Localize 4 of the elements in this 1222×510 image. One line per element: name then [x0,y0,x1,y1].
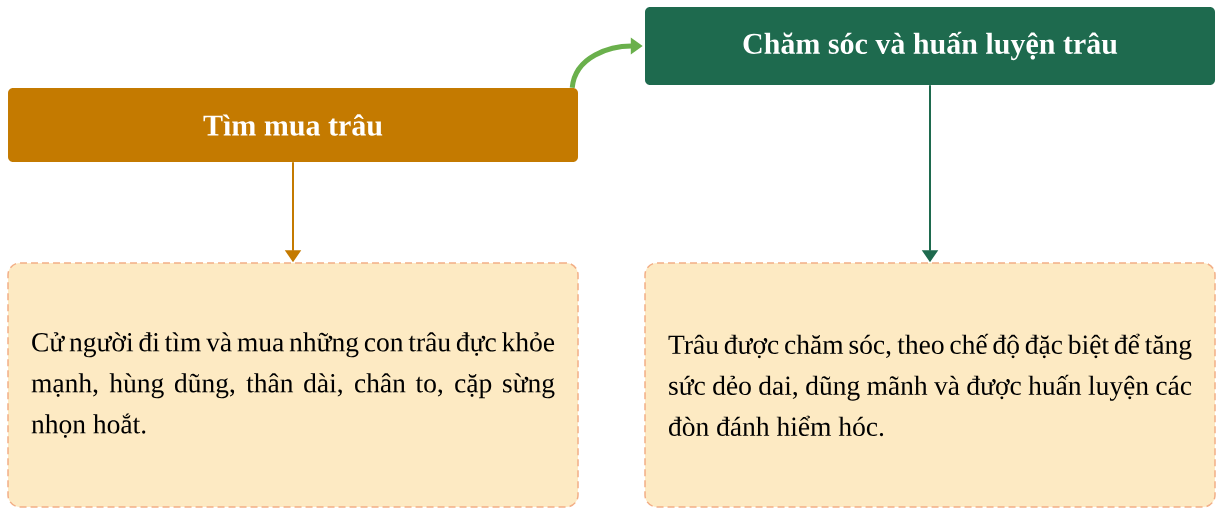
title-box: Tìm mua trâu [8,88,578,162]
title-box: Chăm sóc và huấn luyện trâu [645,7,1215,85]
text-box: Cử người đi tìm và mua những con trâu đực khỏe mạnh, hùng dũng, thân dài, chân to, cặp sừng nhọn hoắt. [7,262,579,508]
text-box: Trâu được chăm sóc, theo chế độ đặc biệt để tăng sức dẻo dai, dũng mãnh và được huấn luyện các đòn đánh hiểm hóc. [644,262,1216,508]
